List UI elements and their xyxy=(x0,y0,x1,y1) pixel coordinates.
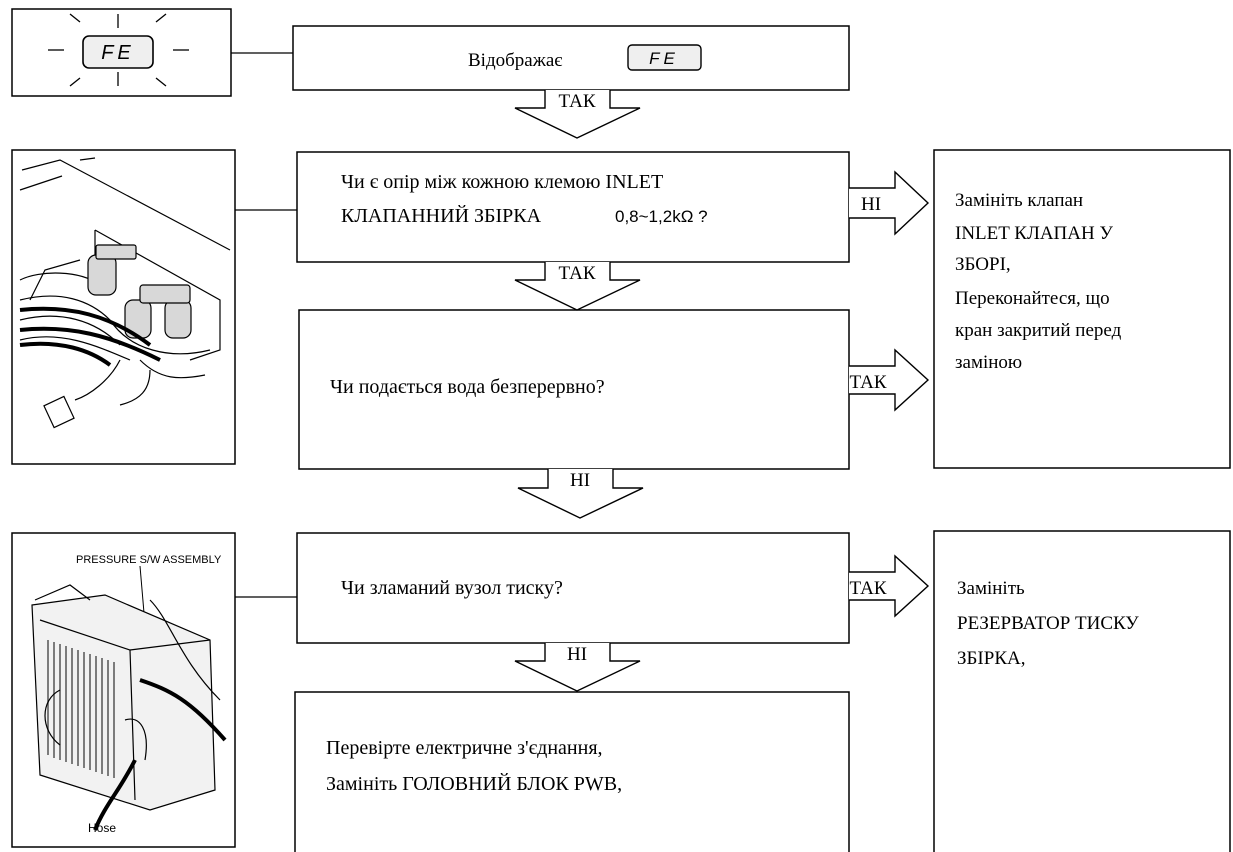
action-check-connection: Перевірте електричне з'єднання, Замініть… xyxy=(294,691,850,852)
arrow-label: ТАК xyxy=(558,91,595,112)
replace-pressure-text: Замініть РЕЗЕРВАТОР ТИСКУ ЗБІРКА, xyxy=(957,578,1144,669)
start-box-code: FE xyxy=(649,49,679,68)
replace-valve-text: Замініть клапан INLET КЛАПАН У ЗБОРІ, Пе… xyxy=(955,190,1126,373)
arrow-label: ТАК xyxy=(849,578,886,599)
arrow-down-yes-2: ТАК xyxy=(514,262,641,311)
q3-text: Чи зламаний вузол тиску? xyxy=(341,577,563,599)
question-water-flow: Чи подається вода безперервно? xyxy=(298,309,850,470)
photo-caption-top: PRESSURE S/W ASSEMBLY xyxy=(76,554,222,566)
arrow-right-yes-1: ТАК xyxy=(849,348,930,412)
photo-caption-bottom: Hose xyxy=(88,821,116,835)
question-resistance: Чи є опір між кожною клемою INLET КЛАПАН… xyxy=(296,151,850,263)
arrow-right-no: НІ xyxy=(849,170,930,236)
arrow-down-yes-1: ТАК xyxy=(514,90,641,139)
blink-rays xyxy=(48,13,189,87)
display-code: FE xyxy=(101,42,135,64)
arrow-right-yes-2: ТАК xyxy=(849,554,930,618)
arrow-label: НІ xyxy=(567,644,587,665)
pressure-switch-photo: PRESSURE S/W ASSEMBLY Hose xyxy=(11,532,236,848)
q1-value: 0,8~1,2kΩ ? xyxy=(615,207,708,226)
valve-photo xyxy=(11,149,236,465)
action-replace-pressure: Замініть РЕЗЕРВАТОР ТИСКУ ЗБІРКА, xyxy=(933,530,1231,852)
end-box-line1: Перевірте електричне з'єднання, xyxy=(326,737,603,759)
arrow-down-no-1: НІ xyxy=(517,469,644,519)
arrow-down-no-2: НІ xyxy=(514,643,641,692)
arrow-label: НІ xyxy=(861,194,881,215)
question-pressure-broken: Чи зламаний вузол тиску? xyxy=(296,532,850,644)
q1-line1: Чи є опір між кожною клемою INLET xyxy=(341,171,663,193)
display-panel: FE xyxy=(11,8,232,97)
arrow-label: НІ xyxy=(570,470,590,491)
arrow-label: ТАК xyxy=(849,372,886,393)
q2-text: Чи подається вода безперервно? xyxy=(330,376,605,398)
start-box-prefix: Відображає xyxy=(468,50,562,71)
q1-line2: КЛАПАННИЙ ЗБІРКА xyxy=(341,204,542,227)
end-box-line2: Замініть ГОЛОВНИЙ БЛОК PWB, xyxy=(326,772,622,795)
action-replace-valve: Замініть клапан INLET КЛАПАН У ЗБОРІ, Пе… xyxy=(933,149,1231,469)
start-box: Відображає FE xyxy=(292,25,850,91)
arrow-label: ТАК xyxy=(558,263,595,284)
